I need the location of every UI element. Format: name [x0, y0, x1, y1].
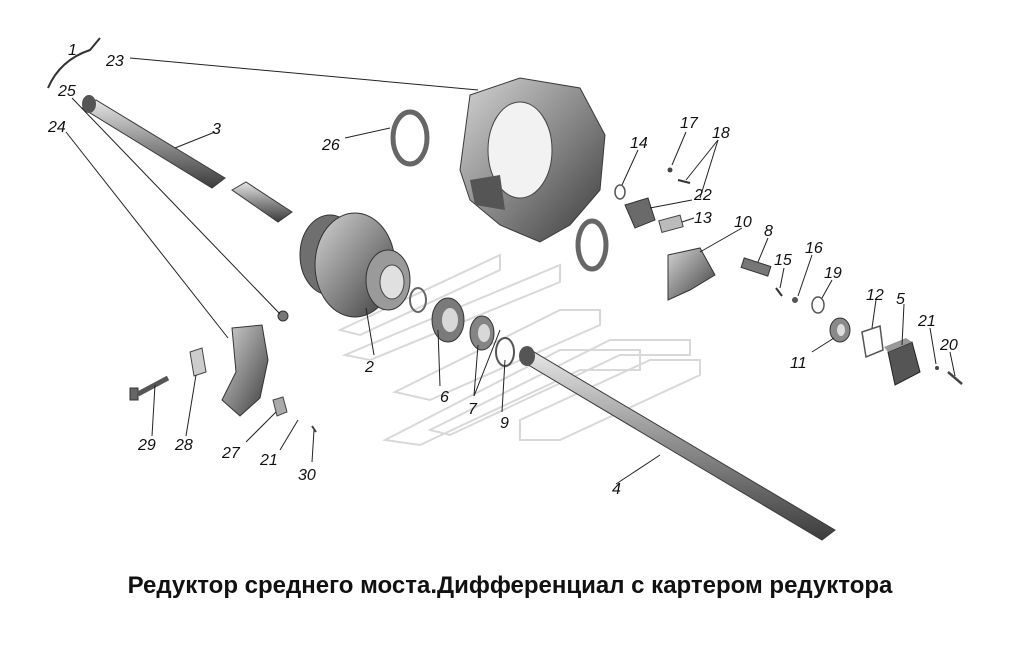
callout-16: 16: [805, 240, 823, 257]
callout-10: 10: [734, 214, 752, 231]
callout-11: 11: [790, 355, 807, 372]
callout-24: 24: [47, 119, 66, 136]
watermark-logo: [337, 253, 701, 447]
diagram-caption: Редуктор среднего моста.Дифференциал с к…: [127, 572, 893, 599]
part-25-nut: [277, 310, 289, 322]
callout-25: 25: [57, 83, 76, 100]
part-13-plug: [658, 214, 684, 233]
part-4-right-axle-shaft: [519, 346, 836, 541]
callout-27: 27: [221, 445, 241, 462]
callout-2: 2: [364, 359, 374, 376]
part-1-wire: [47, 37, 101, 89]
callout-28: 28: [174, 437, 193, 454]
part-15-pin: [775, 287, 783, 297]
callout-1: 1: [68, 42, 77, 59]
part-5-cover: [884, 338, 921, 386]
part-12-gasket: [861, 324, 884, 359]
callout-17: 17: [680, 115, 699, 132]
callout-23: 23: [105, 53, 124, 70]
part-29-bolt: [129, 375, 170, 401]
callout-22: 22: [693, 187, 712, 204]
leader-lines: [65, 57, 956, 485]
callout-19: 19: [824, 265, 842, 282]
callout-7: 7: [468, 401, 478, 418]
callout-5: 5: [896, 291, 905, 308]
part-30-bolt: [311, 425, 317, 433]
callout-labels: 1 23 25 24 3 26 2 6 7 9 4 14 17 18 22 13…: [47, 42, 958, 498]
part-10-fork: [667, 247, 716, 301]
callout-3: 3: [212, 121, 221, 138]
part-26-ring: [390, 109, 430, 167]
callout-26: 26: [321, 137, 340, 154]
callout-15: 15: [774, 252, 792, 269]
part-17-bolt: [667, 167, 673, 173]
part-16-ball: [792, 297, 798, 303]
callout-18: 18: [712, 125, 730, 142]
part-18-pin: [677, 179, 691, 184]
part-6-bearing: [431, 297, 465, 343]
callout-8: 8: [764, 223, 773, 240]
part-8-rod: [740, 257, 772, 277]
callout-20: 20: [939, 337, 958, 354]
part-19-ring: [811, 296, 825, 314]
part-snap-ring-small: [409, 287, 427, 313]
part-11-bushing: [829, 317, 851, 343]
callout-30: 30: [298, 467, 316, 484]
callout-9: 9: [500, 415, 509, 432]
part-24-cap: [221, 324, 269, 417]
callout-13: 13: [694, 210, 712, 227]
callout-14: 14: [630, 135, 648, 152]
callout-12: 12: [866, 287, 884, 304]
part-21-bolt-right: [935, 366, 939, 370]
callout-21-left: 21: [259, 452, 278, 469]
part-28-lock-plate: [189, 347, 207, 377]
part-7-bearing: [469, 315, 495, 351]
part-2-differential: [299, 212, 411, 318]
part-3-left-axle-shaft: [81, 95, 293, 223]
callout-6: 6: [440, 389, 449, 406]
part-20-bolt: [947, 371, 963, 385]
callout-21-right: 21: [917, 313, 936, 330]
part-23-housing: [459, 77, 606, 243]
part-ring-large: [575, 218, 609, 272]
part-27-plate: [272, 396, 288, 417]
part-22-sensor: [624, 197, 656, 229]
callout-4: 4: [612, 481, 621, 498]
part-14-ring: [614, 184, 626, 200]
callout-29: 29: [137, 437, 156, 454]
